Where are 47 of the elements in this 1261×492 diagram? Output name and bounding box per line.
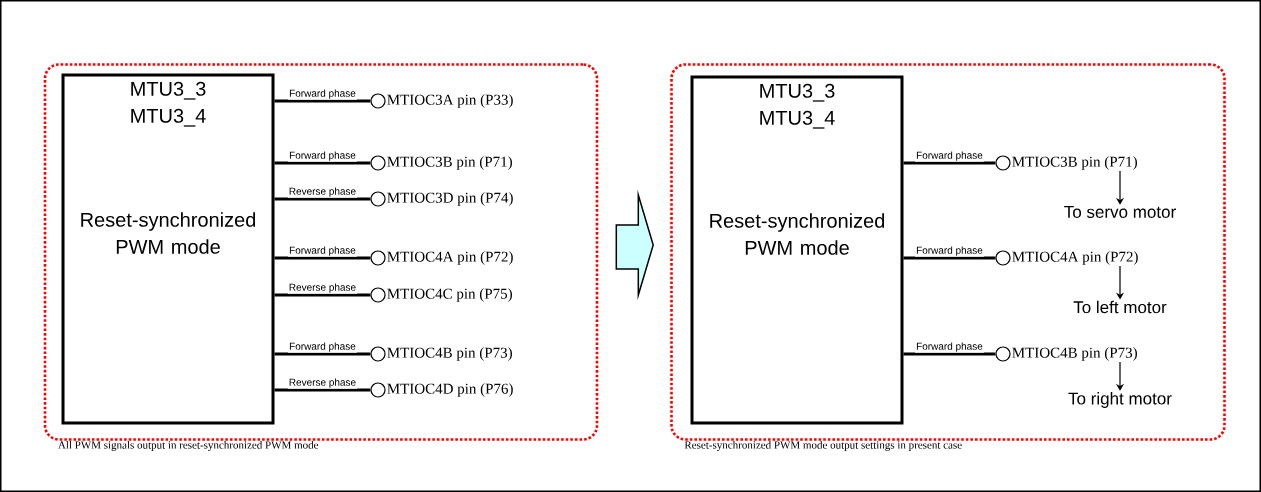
edge-label: Forward phase xyxy=(915,341,984,353)
node-label: MTIOC3A pin (P33) xyxy=(387,94,513,108)
pin-terminal: MTIOC4B pin (P73) xyxy=(995,346,1137,362)
pin-terminal: MTIOC4B pin (P73) xyxy=(370,346,512,362)
destination-text: To left motor xyxy=(1073,300,1167,314)
edge-label: Forward phase xyxy=(915,245,984,257)
pin-terminal: MTIOC4C pin (P75) xyxy=(370,287,512,303)
edge-label: Forward phase xyxy=(288,245,357,257)
pin-terminal: MTIOC3A pin (P33) xyxy=(370,93,513,109)
node-label: Reset-synchronized PWM mode output settings in present case xyxy=(684,441,962,451)
signal-line xyxy=(274,256,371,260)
signal-line xyxy=(903,352,996,356)
edge-label: Forward phase xyxy=(288,88,357,100)
mode-block: MTU3_3 MTU3_4 Reset-synchronized PWM mode xyxy=(690,75,904,425)
node-label: MTIOC4A pin (P72) xyxy=(387,251,513,265)
signal-line xyxy=(274,293,371,297)
signal-line xyxy=(274,352,371,356)
mode-block: MTU3_3 MTU3_4 Reset-synchronized PWM mode xyxy=(61,73,275,425)
signal-line xyxy=(903,256,996,260)
pin-terminal: MTIOC4A pin (P72) xyxy=(995,250,1138,266)
signal-line xyxy=(903,161,996,165)
node-label: MTIOC3B pin (P71) xyxy=(1012,156,1137,170)
destination-text: To right motor xyxy=(1068,392,1172,408)
signal-line xyxy=(274,99,371,103)
edge-label: Forward phase xyxy=(288,150,357,162)
node-label: MTIOC4B pin (P73) xyxy=(1012,347,1137,361)
signal-line xyxy=(274,388,371,392)
edge-label: Reverse phase xyxy=(287,377,358,389)
node-label: MTIOC4D pin (P76) xyxy=(387,383,513,397)
node-label: MTIOC3B pin (P71) xyxy=(387,156,512,170)
edge-label: Forward phase xyxy=(915,150,984,162)
pin-terminal: MTIOC3B pin (P71) xyxy=(995,155,1137,171)
edge-label: Forward phase xyxy=(288,341,357,353)
signal-line xyxy=(274,197,371,201)
destination-text: To servo motor xyxy=(1064,206,1176,218)
edge-label: Reverse phase xyxy=(287,186,358,198)
pin-terminal: MTIOC4D pin (P76) xyxy=(370,382,513,398)
node-label: MTIOC4C pin (P75) xyxy=(387,288,512,302)
node-label: All PWM signals output in reset-synchronized PWM mode xyxy=(58,441,319,451)
signal-line xyxy=(274,161,371,165)
node-label: MTIOC4A pin (P72) xyxy=(1012,251,1138,265)
pin-terminal: MTIOC3B pin (P71) xyxy=(370,155,512,171)
node-label: MTIOC4B pin (P73) xyxy=(387,347,512,361)
pin-terminal: MTIOC3D pin (P74) xyxy=(370,191,513,207)
pin-terminal: MTIOC4A pin (P72) xyxy=(370,250,513,266)
edge-label: Reverse phase xyxy=(287,282,358,294)
node-label: MTIOC3D pin (P74) xyxy=(387,192,513,206)
